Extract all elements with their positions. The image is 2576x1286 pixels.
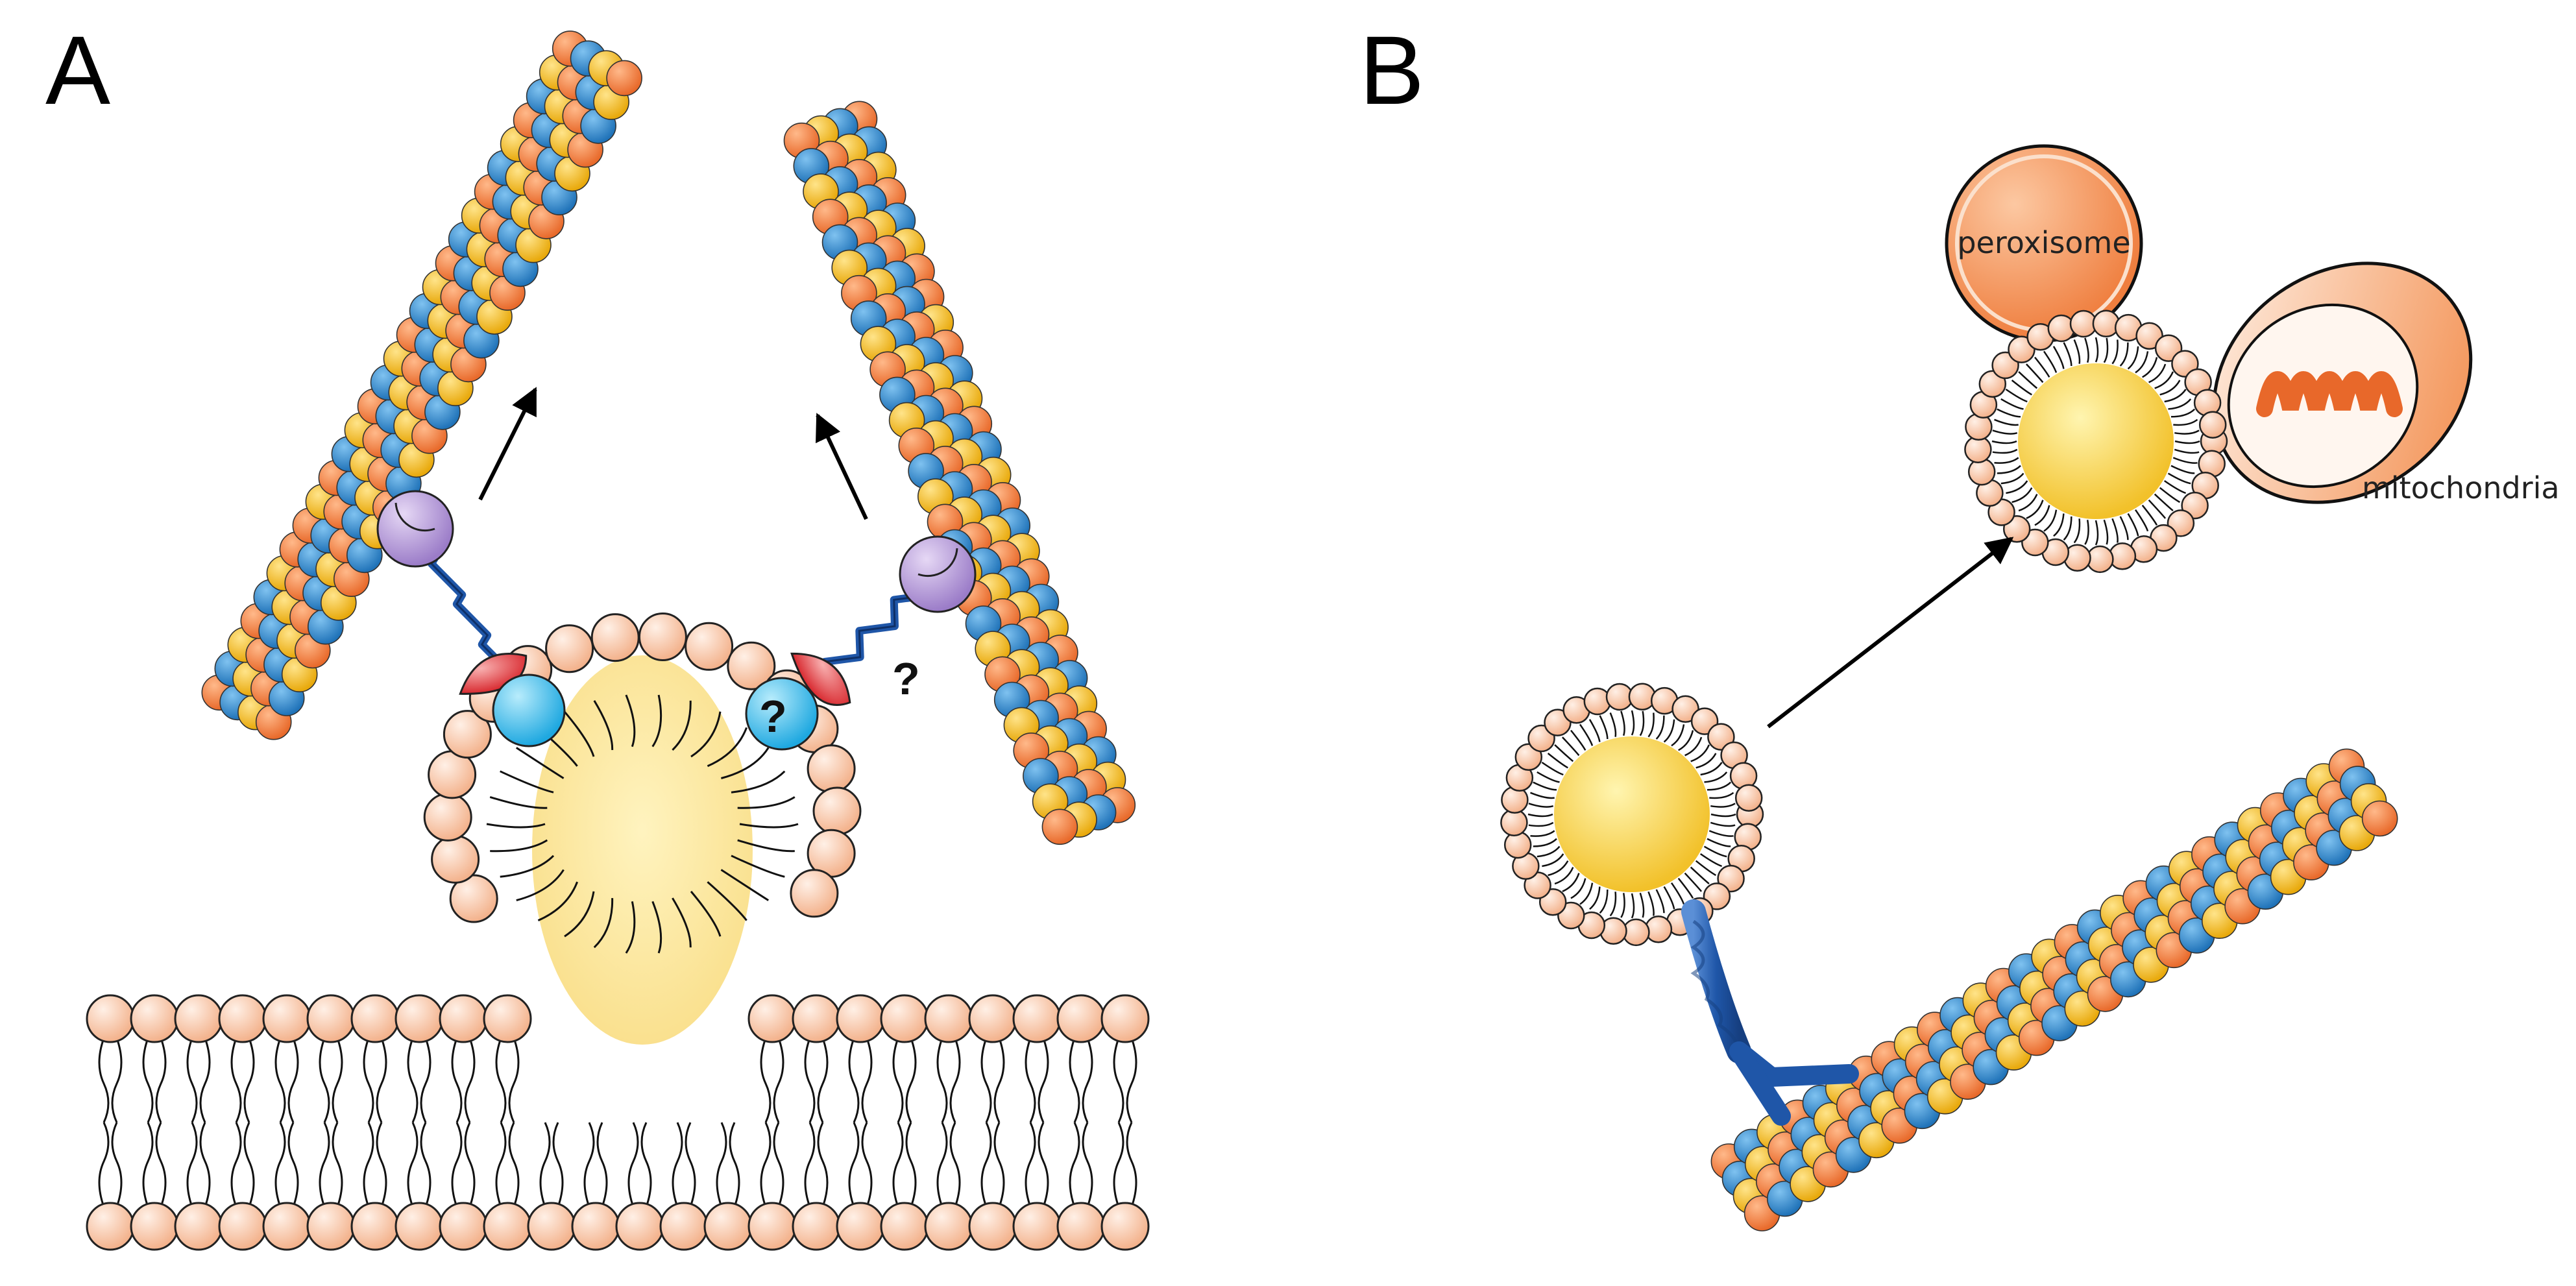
lipid-head xyxy=(2198,411,2227,439)
lipid-head xyxy=(1583,687,1612,716)
lipid-head xyxy=(924,1202,973,1251)
lipid-head xyxy=(1056,994,1106,1043)
lipid-head xyxy=(1100,994,1150,1043)
plasma-membrane xyxy=(86,994,1150,1251)
lipid-head xyxy=(218,1202,267,1251)
lipid-head xyxy=(350,994,400,1043)
lipid-head xyxy=(449,874,498,923)
lipid-head xyxy=(130,1202,179,1251)
lipid-head xyxy=(395,994,444,1043)
lipid-head xyxy=(395,1202,444,1251)
panel-b-letter: B xyxy=(1359,16,1424,125)
peroxisome-label: peroxisome xyxy=(1957,225,2130,260)
mitochondria-label: mitochondria xyxy=(2362,470,2560,505)
lipid-head xyxy=(727,641,776,690)
lipid-droplet-contact xyxy=(1964,309,2228,574)
lipid-head xyxy=(306,994,356,1043)
lipid-head xyxy=(1628,683,1657,710)
lipid-head xyxy=(443,710,492,759)
lipid-head xyxy=(431,834,480,884)
movement-arrow-left xyxy=(478,387,537,501)
panel-a: A ? ? xyxy=(45,16,1150,1251)
movement-arrow-right xyxy=(816,413,868,520)
lipid-head xyxy=(836,994,885,1043)
question-mark-adaptor: ? xyxy=(759,691,787,742)
microtubule-right xyxy=(783,101,1136,845)
droplet-microtubule-linker xyxy=(1681,899,1859,1126)
lipid-head xyxy=(439,994,488,1043)
lipid-head xyxy=(439,1202,488,1251)
lipid-head xyxy=(1012,994,1062,1043)
lipid-head xyxy=(659,1202,709,1251)
lipid-head xyxy=(880,1202,929,1251)
lipid-head xyxy=(792,994,841,1043)
lipid-head xyxy=(571,1202,620,1251)
lipid-head xyxy=(174,1202,223,1251)
lipid-head xyxy=(130,994,179,1043)
question-mark-linker: ? xyxy=(892,653,920,704)
lipid-head xyxy=(685,622,734,671)
microtubule-left xyxy=(201,30,642,740)
adaptor-complex-right xyxy=(745,535,977,751)
lipid-head xyxy=(703,1202,753,1251)
lipid-head xyxy=(836,1202,885,1251)
lipid-head xyxy=(2047,314,2076,343)
lipid-head xyxy=(483,994,532,1043)
lipid-tails xyxy=(98,1037,1137,1207)
tubulin-subunit xyxy=(2361,800,2398,837)
lipid-head xyxy=(306,1202,356,1251)
adaptor-complex-left xyxy=(376,490,566,747)
relocation-arrow xyxy=(1767,537,2014,729)
lipid-head xyxy=(638,613,687,661)
lipid-droplet-transported xyxy=(1500,683,1764,947)
panel-b: B mitochondria peroxisome xyxy=(1359,16,2560,1231)
lipid-head xyxy=(262,1202,311,1251)
lipid-head xyxy=(792,1202,841,1251)
lipid-head xyxy=(174,994,223,1043)
lipid-head xyxy=(807,744,856,794)
microtubule-b xyxy=(1710,748,2398,1231)
lipid-head xyxy=(2092,309,2120,337)
lipid-head xyxy=(1100,1202,1150,1251)
lipid-head xyxy=(615,1202,664,1251)
panel-a-letter: A xyxy=(45,16,110,125)
lipid-head xyxy=(483,1202,532,1251)
lipid-head xyxy=(924,994,973,1043)
peroxisome: peroxisome xyxy=(1945,144,2143,343)
lipid-head xyxy=(545,624,594,673)
mitochondrion: mitochondria xyxy=(2212,261,2560,505)
lipid-head xyxy=(1012,1202,1062,1251)
lipid-head xyxy=(423,792,472,842)
lipid-head xyxy=(747,994,797,1043)
lipid-head xyxy=(880,994,929,1043)
lipid-head xyxy=(86,1202,135,1251)
lipid-head xyxy=(812,786,862,836)
lipid-head xyxy=(350,1202,400,1251)
lipid-head xyxy=(968,1202,1017,1251)
lipid-head xyxy=(968,994,1017,1043)
lipid-head xyxy=(790,869,839,918)
lipid-head xyxy=(527,1202,576,1251)
lipid-head xyxy=(262,994,311,1043)
lipid-head xyxy=(747,1202,797,1251)
lipid-heads xyxy=(86,994,1150,1251)
tubulin-subunit xyxy=(1041,808,1078,845)
lipid-head xyxy=(86,994,135,1043)
tubulin-subunit xyxy=(606,60,642,97)
lipid-head xyxy=(1734,784,1763,812)
lipid-head xyxy=(218,994,267,1043)
lipid-head xyxy=(590,613,640,662)
lipid-head xyxy=(1056,1202,1106,1251)
budding-lipid-droplet xyxy=(423,613,862,1045)
